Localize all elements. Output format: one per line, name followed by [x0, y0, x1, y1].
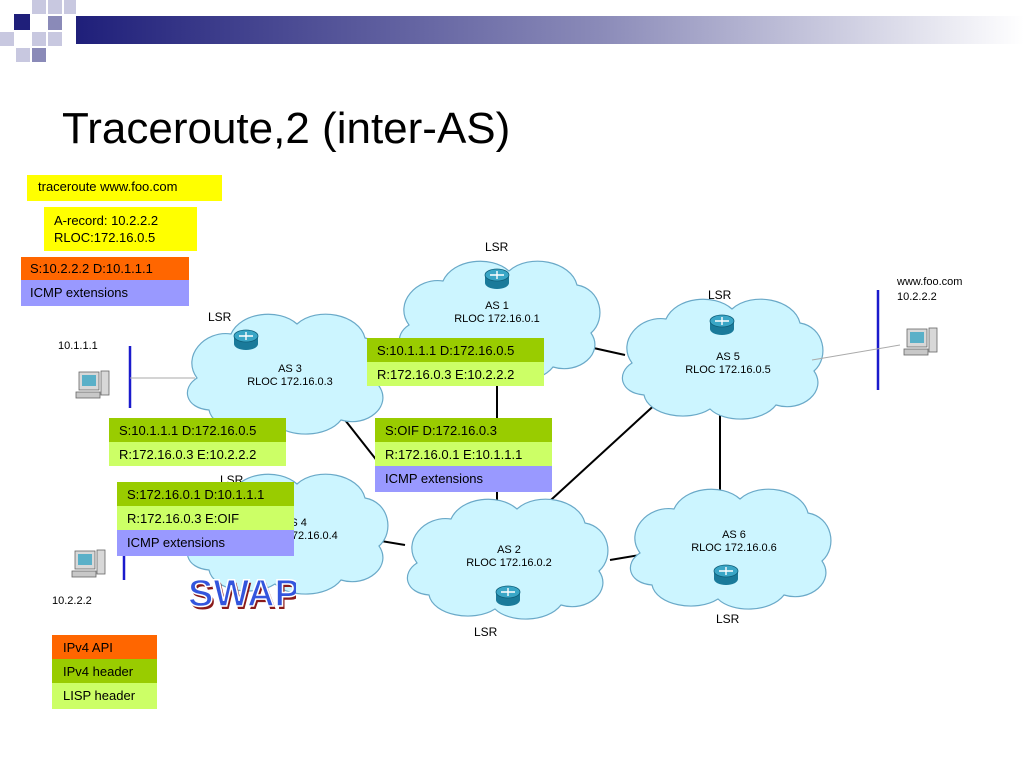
as3-lisp-header: R:172.16.0.3 E:10.2.2.2 — [109, 442, 286, 466]
swap-wordart: SWAP SWAP — [187, 572, 296, 616]
host-label-10-1-1-1: 10.1.1.1 — [58, 340, 98, 352]
legend-lisp-header: LISP header — [52, 683, 157, 709]
svg-text:SWAP: SWAP — [190, 576, 296, 616]
as2-icmp-extensions: ICMP extensions — [375, 466, 552, 492]
lsr-label-as1: LSR — [485, 240, 509, 254]
source-icmp-extensions: ICMP extensions — [21, 280, 189, 306]
as4-outer-header: S:172.16.0.1 D:10.1.1.1 — [117, 482, 294, 506]
as6-label: AS 6 RLOC 172.16.0.6 — [691, 529, 777, 554]
traceroute-command-box: traceroute www.foo.com — [27, 175, 222, 201]
as2-outer-header: S:OIF D:172.16.0.3 — [375, 418, 552, 442]
as4-icmp-extensions: ICMP extensions — [117, 530, 294, 556]
host-label-www-foo-com: www.foo.com — [897, 276, 963, 288]
as1-lisp-header: R:172.16.0.3 E:10.2.2.2 — [367, 362, 544, 386]
legend-ipv4-api: IPv4 API — [52, 635, 157, 659]
as2-lisp-header: R:172.16.0.1 E:10.1.1.1 — [375, 442, 552, 466]
lsr-label-as5: LSR — [708, 288, 732, 302]
source-ip-header: S:10.2.2.2 D:10.1.1.1 — [21, 257, 189, 280]
a-record-text: A-record: 10.2.2.2 — [54, 213, 159, 228]
as1-outer-header: S:10.1.1.1 D:172.16.0.5 — [367, 338, 544, 362]
lsr-label-as3: LSR — [208, 310, 232, 324]
as5-label: AS 5 RLOC 172.16.0.5 — [685, 351, 771, 376]
dns-record-box: A-record: 10.2.2.2 RLOC:172.16.0.5 — [44, 207, 197, 251]
as2-label: AS 2 RLOC 172.16.0.2 — [466, 544, 552, 569]
as1-label: AS 1 RLOC 172.16.0.1 — [454, 300, 540, 325]
as3-label: AS 3 RLOC 172.16.0.3 — [247, 363, 333, 388]
lsr-label-as6: LSR — [716, 612, 740, 626]
slide-title: Traceroute,2 (inter-AS) — [62, 104, 511, 153]
swap-text: SWAP — [188, 573, 296, 615]
traceroute-command-text: traceroute www.foo.com — [38, 179, 178, 194]
host-label-10-2-2-2-left: 10.2.2.2 — [52, 595, 92, 607]
as3-outer-header: S:10.1.1.1 D:172.16.0.5 — [109, 418, 286, 442]
rloc-text: RLOC:172.16.0.5 — [54, 230, 156, 245]
as4-lisp-header: R:172.16.0.3 E:OIF — [117, 506, 294, 530]
legend-ipv4-header: IPv4 header — [52, 659, 157, 683]
lsr-label-as2: LSR — [474, 625, 498, 639]
host-label-10-2-2-2-right: 10.2.2.2 — [897, 291, 937, 303]
slide-banner — [0, 0, 1024, 62]
